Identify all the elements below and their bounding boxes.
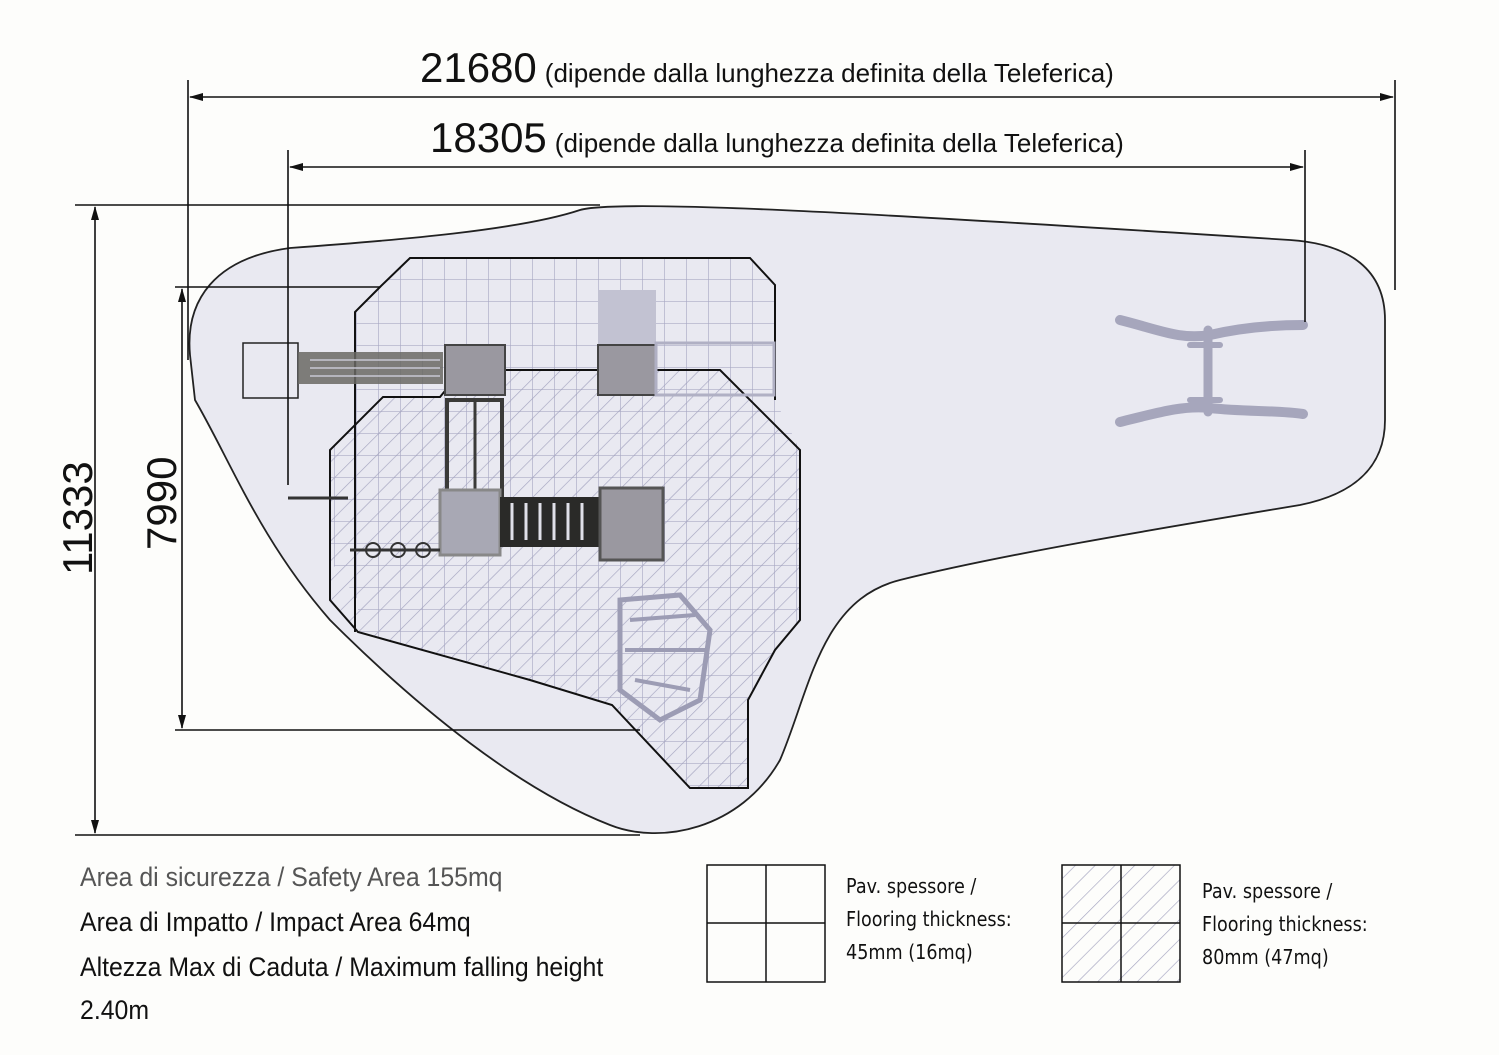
flooring-45mm-line2: Flooring thickness: [846, 907, 1012, 931]
impact-outline-45mm [354, 257, 776, 632]
legend-swatch-45mm [706, 864, 826, 983]
flooring-80mm-line1: Pav. spessore / [1202, 879, 1333, 903]
dim-18305: 18305(dipende dalla lunghezza definita d… [430, 114, 1124, 161]
flooring-45mm-line3: 45mm (16mq) [846, 940, 973, 964]
flooring-45mm-line1: Pav. spessore / [846, 874, 977, 898]
flooring-45mm-text: Pav. spessore / Flooring thickness: 45mm… [846, 870, 1012, 969]
impact-area-label: Area di Impatto / Impact Area 64mq [80, 907, 471, 937]
zipline-frame [1115, 315, 1308, 427]
flooring-80mm-line2: Flooring thickness: [1202, 912, 1368, 936]
max-fall-height-label: Altezza Max di Caduta / Maximum falling … [80, 952, 604, 982]
safety-area-label: Area di sicurezza / Safety Area 155mq [80, 862, 503, 892]
dim-21680: 21680(dipende dalla lunghezza definita d… [420, 44, 1114, 91]
dimension-lines [75, 80, 1396, 836]
flooring-80mm-line3: 80mm (47mq) [1202, 945, 1329, 969]
max-fall-height-value: 2.40m [80, 995, 150, 1025]
impact-outline-80mm [329, 369, 801, 789]
play-equipment [242, 290, 776, 723]
dim-7990: 7990 [138, 457, 185, 550]
legend-swatch-80mm [1061, 864, 1181, 983]
dim-11333: 11333 [54, 461, 101, 575]
flooring-80mm-text: Pav. spessore / Flooring thickness: 80mm… [1202, 875, 1368, 974]
